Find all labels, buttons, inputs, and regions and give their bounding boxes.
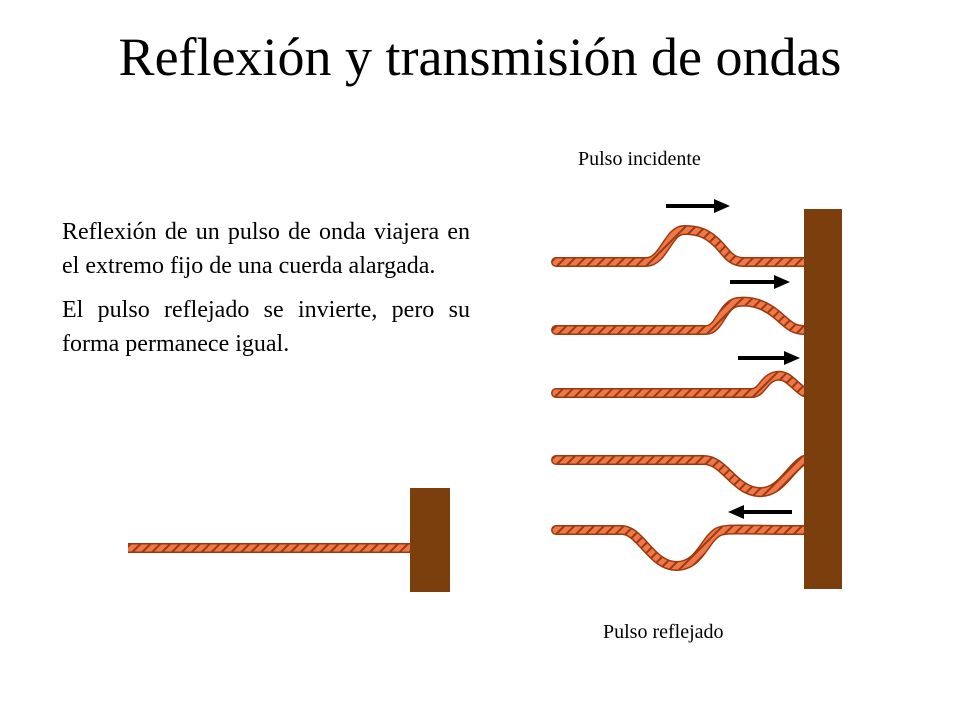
slide-title: Reflexión y transmisión de ondas [118,27,842,87]
rope-stage-1 [551,224,809,267]
fixed-wall [804,209,842,589]
rope-stage-4-stripes [552,456,808,496]
rope-stage-2-stripes [552,298,808,334]
description-paragraph-1: Reflexión de un pulso de onda viajera en… [62,219,470,279]
rope-at-rest-figure [128,488,450,592]
stage-3 [551,351,809,398]
stage-1 [551,199,809,267]
rope-stage-4 [551,455,809,498]
rope-stage-1-stripes [552,226,808,266]
label-incident-pulse: Pulso incidente [578,148,701,170]
label-reflected-pulse: Pulso reflejado [603,621,724,643]
arrow-right-icon-head [784,351,800,365]
rope-stage-5-stripes [552,526,808,570]
stage-4 [551,455,809,498]
small-fixed-post [410,488,450,592]
arrow-left-icon-head [728,505,744,519]
arrow-right-icon-head [774,275,790,289]
stage-2 [551,275,809,335]
description-paragraph-2: El pulso reflejado se invierte, pero su … [62,297,470,357]
reflection-sequence [551,199,842,589]
stage-5 [551,505,809,572]
rope-stage-3-stripes [552,372,808,397]
arrow-right-icon-head [714,199,730,213]
description: Reflexión de un pulso de onda viajera en… [62,215,470,371]
rope-stage-5 [551,524,809,572]
